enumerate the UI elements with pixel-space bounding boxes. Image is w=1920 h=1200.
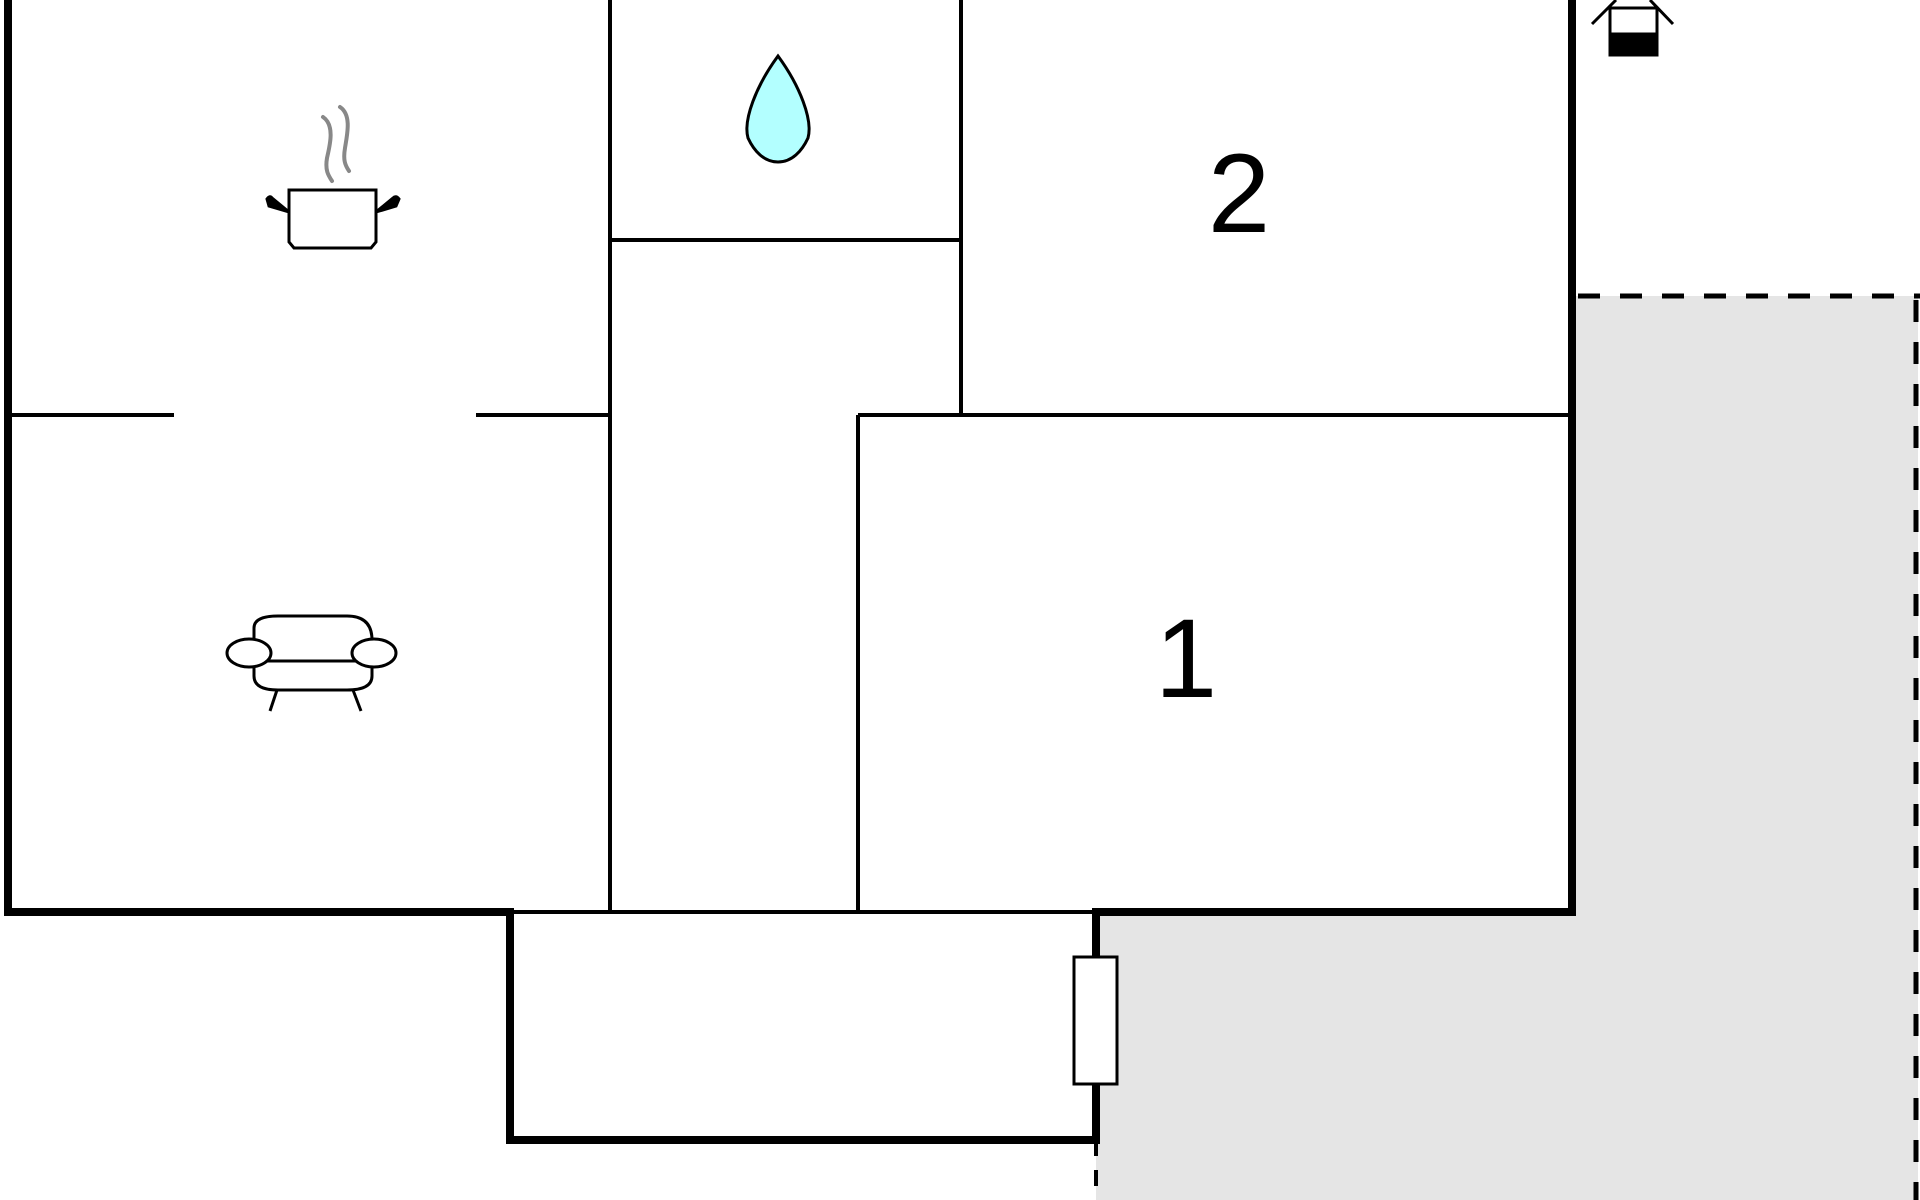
cooking-pot-icon	[265, 105, 401, 250]
outer-wall-main	[4, 0, 1576, 1144]
room-label-2: 2	[1208, 131, 1270, 256]
water-drop-icon	[745, 53, 811, 164]
terrace-fill	[1096, 296, 1918, 1200]
interior-walls	[8, 0, 1572, 914]
room-label-1: 1	[1155, 596, 1217, 721]
door-icon	[1072, 955, 1119, 1086]
terrace-area	[1094, 293, 1920, 1200]
barbecue-grill-icon	[1590, 0, 1675, 57]
sofa-icon	[225, 614, 398, 712]
outer-walls	[4, 0, 1576, 1144]
